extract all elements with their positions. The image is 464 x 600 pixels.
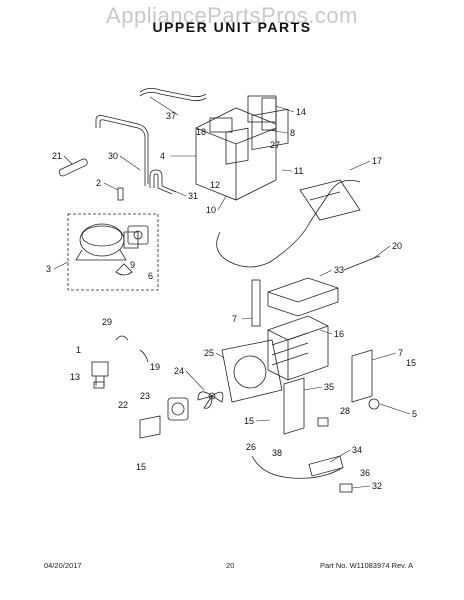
callout-2: 2 [96,178,101,188]
callout-27: 27 [270,140,280,150]
part-31-tube [149,169,177,195]
part-13-clip [93,381,105,389]
part-22-bracket [139,415,161,439]
callout-19: 19 [150,362,160,372]
callout-15b: 15 [244,416,254,426]
callout-34: 34 [352,445,362,455]
callout-7b: 7 [398,348,403,358]
callout-15c: 15 [136,462,146,472]
watermark: AppliancePartsPros.com [106,3,358,28]
callout-6: 6 [148,271,153,281]
callout-24: 24 [174,366,184,376]
callout-32: 32 [372,481,382,491]
callout-10: 10 [206,205,216,215]
part-9-relay [127,225,149,245]
callout-20: 20 [392,241,402,251]
part-16-condenser [267,315,329,381]
callout-23: 23 [140,391,150,401]
part-23-motor [167,397,189,421]
part-7-bracket [251,279,261,327]
part-control-box [195,95,277,201]
callout-15a: 15 [406,358,416,368]
callout-35: 35 [324,382,334,392]
callout-36: 36 [360,468,370,478]
part-30-tube [95,115,149,186]
callout-8: 8 [290,128,295,138]
part-1-capacitor [91,361,109,386]
callout-1: 1 [76,345,81,355]
footer-date: 04/20/2017 [44,561,82,570]
part-20-wire [343,255,381,271]
part-5-grommet [368,398,380,410]
part-10-board [225,127,249,165]
callout-22: 22 [118,400,128,410]
callout-25: 25 [204,348,214,358]
part-19-clip [139,349,149,363]
part-14-bracket [261,97,277,131]
callout-17: 17 [372,156,382,166]
callout-38: 38 [272,448,282,458]
callout-16: 16 [334,329,344,339]
part-11-board [251,108,289,151]
part-compressor [75,223,139,261]
callout-13: 13 [70,372,80,382]
callout-12: 12 [210,180,220,190]
part-35-bracket [283,377,305,435]
callout-labels: 37 14 18 8 4 27 21 30 17 11 12 2 31 10 2… [46,107,417,491]
part-17-harness [216,179,361,268]
part-33-cover [267,277,339,317]
callout-9: 9 [130,260,135,270]
callout-18: 18 [196,127,206,137]
part-2-screw [117,187,124,201]
callout-28: 28 [340,406,350,416]
callout-26: 26 [246,442,256,452]
callout-30: 30 [108,151,118,161]
footer-page-number: 20 [226,561,235,570]
callout-29: 29 [102,317,112,327]
page-title: UPPER UNIT PARTS [152,19,312,35]
part-37-tube [139,88,207,102]
compressor-group-box [67,213,159,291]
callout-3: 3 [46,264,51,274]
callout-14: 14 [296,107,306,117]
callout-5: 5 [412,409,417,419]
callout-31: 31 [188,191,198,201]
leader-lines [53,96,411,489]
callout-11: 11 [294,166,303,176]
callout-7: 7 [232,314,237,324]
part-28-clip [317,417,329,427]
callout-4: 4 [160,151,165,161]
part-6-grommet [115,263,133,276]
part-24-fan-blade [197,391,224,409]
part-34-harness [251,455,344,479]
callout-21: 21 [52,151,62,161]
footer-part-info: Part No. W11083974 Rev. A [320,561,414,570]
part-29-clip [115,335,129,341]
part-7-right-bracket [351,349,373,403]
part-32-plug [339,483,353,493]
part-25-shroud [221,339,283,403]
callout-33: 33 [334,265,344,275]
callout-37: 37 [166,111,176,121]
part-21-drier [58,158,88,177]
